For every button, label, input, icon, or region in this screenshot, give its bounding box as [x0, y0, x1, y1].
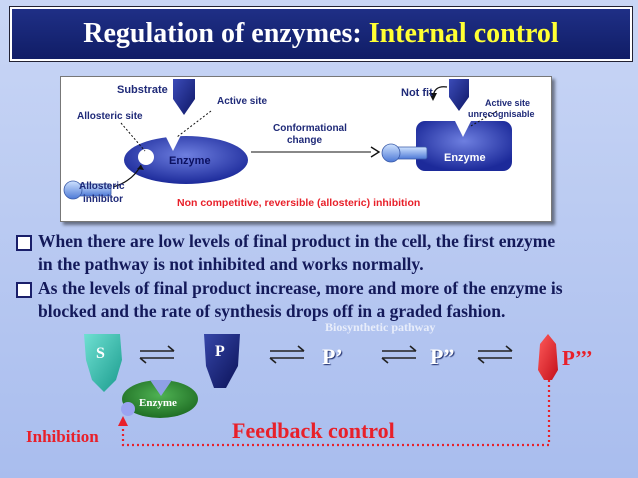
conformational-label-1: Conformational: [273, 123, 347, 134]
product-p-shape: [204, 334, 240, 388]
page-title: Regulation of enzymes: Internal control: [83, 18, 558, 49]
enzyme-right-shape: [416, 121, 512, 171]
title-bar: Regulation of enzymes: Internal control: [10, 7, 632, 61]
substrate-shape: [173, 79, 195, 115]
title-highlight: Internal control: [368, 18, 559, 49]
bullet-list: When there are low levels of final produ…: [14, 230, 634, 324]
checkbox-bullet-icon: [16, 235, 32, 251]
bullet-item: As the levels of final product increase,…: [14, 277, 634, 323]
allosteric-inhibitor-label-2: inhibitor: [83, 194, 123, 205]
allosteric-diagram: [63, 79, 512, 200]
pathway-p2-label: P”: [430, 344, 455, 369]
bullet-2-line-1: As the levels of final product increase,…: [38, 278, 563, 298]
title-main: Regulation of enzymes:: [83, 18, 362, 49]
substrate-label: Substrate: [117, 84, 168, 96]
enzyme-right-label: Enzyme: [444, 152, 486, 164]
feedback-dotted-line: [121, 380, 551, 447]
bullet-item: When there are low levels of final produ…: [14, 230, 634, 276]
inhibitor-site-circle: [121, 402, 135, 416]
active-site-unrec-label-1: Active site: [485, 98, 531, 108]
conformational-label-2: change: [287, 135, 323, 146]
pathway-p1-label: P’: [322, 344, 343, 369]
enzyme-left-shape: [124, 136, 248, 184]
biosynthetic-pathway-ghost-label: Biosynthetic pathway: [325, 320, 436, 334]
pathway-p3-label: P’’’: [562, 346, 593, 370]
enzyme-left-label: Enzyme: [169, 155, 211, 167]
pathway-s-label: S: [96, 345, 105, 362]
allosteric-inhibitor-label-1: Allosteric: [79, 181, 125, 192]
bullet-1-line-2: in the pathway is not inhibited and work…: [38, 254, 424, 274]
pathway-enzyme-shape: [122, 380, 198, 418]
allosteric-site-label: Allosteric site: [77, 111, 143, 122]
bullet-1-line-1: When there are low levels of final produ…: [38, 231, 556, 251]
pathway-enzyme-label: Enzyme: [139, 397, 177, 409]
active-site-label: Active site: [217, 96, 268, 107]
allosteric-site-notch: [138, 149, 154, 165]
bullet-2-line-2: blocked and the rate of synthesis drops …: [38, 301, 506, 321]
pathway-p-label: P: [215, 343, 225, 360]
product-final-shape: [538, 334, 558, 380]
diagram-caption: Non competitive, reversible (allosteric)…: [177, 197, 421, 209]
feedback-control-label: Feedback control: [232, 418, 395, 443]
inhibition-label: Inhibition: [26, 427, 99, 446]
checkbox-bullet-icon: [16, 282, 32, 298]
allosteric-diagram-panel: Substrate Active site Allosteric site En…: [60, 76, 552, 222]
active-site-notch: [165, 135, 181, 151]
active-site-unrec-label-2: unrecognisable: [468, 109, 535, 119]
equilibrium-arrows: [139, 345, 513, 364]
not-fit-label: Not fit: [401, 87, 433, 99]
substrate-s-shape: [84, 334, 122, 392]
substrate-right-shape: [449, 79, 469, 111]
